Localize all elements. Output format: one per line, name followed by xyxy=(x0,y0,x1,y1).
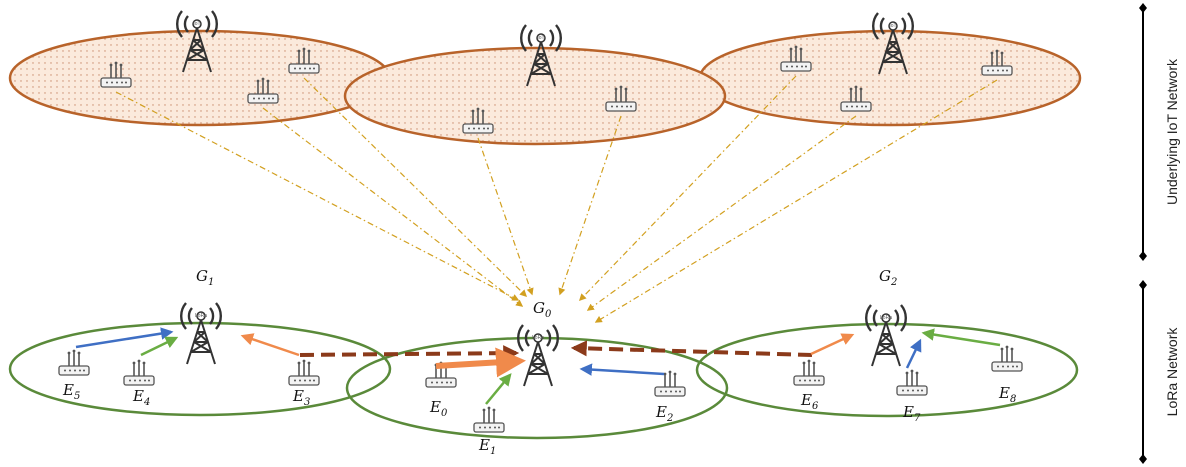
end-device-e7-icon xyxy=(896,368,928,396)
gateway-g2-label: G2 xyxy=(879,267,897,288)
end-device-e4-icon xyxy=(123,358,155,386)
iot-cell-right xyxy=(698,29,1082,127)
gateway-g0-label: G0 xyxy=(533,299,552,320)
layer-label-iot: Underlying IoT Network xyxy=(1164,58,1180,205)
lora-gateway-icon: LoRa xyxy=(516,323,560,388)
end-device-label: E4 xyxy=(132,387,150,408)
lora-network-layer: LoRa LoRa LoRa xyxy=(8,301,1079,440)
end-device-label: E3 xyxy=(292,387,310,408)
layer-bracket-iot: Underlying IoT Network xyxy=(1139,3,1180,261)
svg-text:IoT: IoT xyxy=(537,35,544,41)
end-device-label: E8 xyxy=(998,384,1016,405)
end-device-e3-icon xyxy=(288,358,320,386)
svg-text:LoRa: LoRa xyxy=(532,335,544,341)
svg-text:LoRa: LoRa xyxy=(880,315,892,321)
relay-link-g2-g0 xyxy=(570,340,813,357)
end-device-e5-icon xyxy=(58,348,90,376)
lora-gateway-icon: LoRa xyxy=(179,301,223,366)
gateway-labels: G1 G0 G2 xyxy=(196,267,897,320)
iot-tower-icon: IoT xyxy=(519,23,563,88)
svg-text:IoT: IoT xyxy=(889,23,896,29)
svg-text:IoT: IoT xyxy=(193,21,200,27)
end-device-e8-icon xyxy=(991,344,1023,372)
lora-gateway-icon: LoRa xyxy=(864,303,908,368)
layer-label-lora: LoRa Network xyxy=(1164,327,1180,417)
end-device-e6-icon xyxy=(793,358,825,386)
end-device-label: E0 xyxy=(429,398,448,419)
end-device-label: E5 xyxy=(62,381,80,402)
end-device-label: E2 xyxy=(655,403,673,424)
iot-network-layer: IoT IoT IoT xyxy=(8,9,1082,146)
iot-tower-icon: IoT xyxy=(175,9,219,74)
end-device-label: E7 xyxy=(902,403,921,424)
end-device-e1-icon xyxy=(473,405,505,433)
end-device-label: E6 xyxy=(800,391,819,412)
end-device-labels: E0 E1 E2 E3 E4 E5 E6 E7 E8 xyxy=(62,381,1016,457)
iot-tower-icon: IoT xyxy=(871,11,915,76)
gateway-g1-label: G1 xyxy=(196,267,214,288)
end-device-label: E1 xyxy=(478,436,496,457)
layer-bracket-lora: LoRa Network xyxy=(1139,280,1180,464)
interference-links xyxy=(115,75,998,323)
relay-link-g1-g0 xyxy=(299,345,520,362)
svg-text:LoRa: LoRa xyxy=(195,313,207,319)
uplink-arrows xyxy=(75,327,1001,405)
iot-cell-center xyxy=(343,46,727,146)
